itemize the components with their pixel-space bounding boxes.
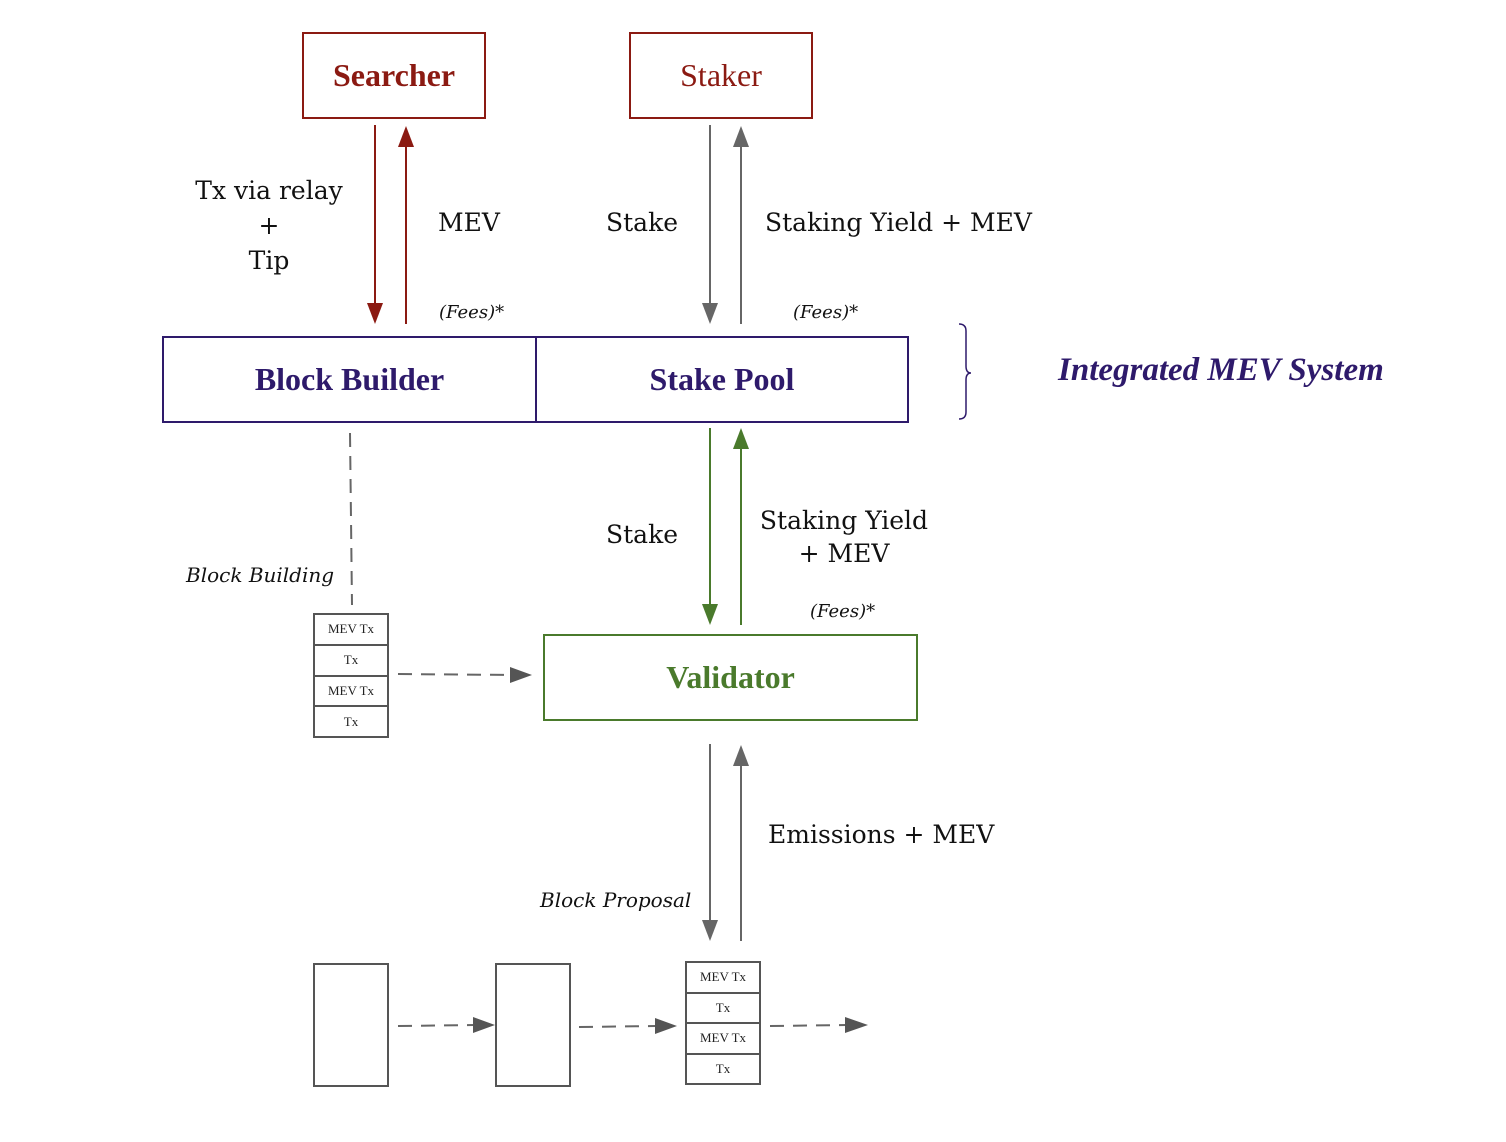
built-block-to-validator-arrow [397, 667, 532, 683]
integrated-brace [958, 323, 972, 420]
tx-via-relay-label: Tx via relay + Tip [180, 173, 358, 278]
block-building-label: Block Building [186, 563, 335, 587]
tx-via-relay-line1: Tx via relay [195, 176, 343, 205]
stake-label-top: Stake [606, 208, 679, 237]
chain-block-tx-4: Tx [715, 1060, 731, 1076]
searcher-node[interactable]: Searcher [302, 32, 486, 119]
staking-yield-mev-label-middle: Staking Yield + MEV [756, 503, 932, 571]
built-block-tx-2: Tx [315, 646, 387, 677]
built-block-tx-1: MEV Tx [315, 615, 387, 646]
searcher-up-arrow [398, 126, 414, 324]
staking-yield-mev-label-top: Staking Yield + MEV [765, 208, 1032, 237]
built-block-tx-3: MEV Tx [315, 677, 387, 708]
validator-up-arrow [733, 745, 749, 941]
block-proposal-label: Block Proposal [540, 888, 692, 912]
staker-label: Staker [680, 57, 762, 93]
pool-up-arrow [733, 428, 749, 625]
mev-label: MEV [438, 208, 500, 237]
staker-node[interactable]: Staker [629, 32, 813, 119]
tx-via-relay-line3: Tip [248, 246, 290, 275]
block-builder-node[interactable]: Block Builder [162, 336, 537, 423]
staker-up-arrow [733, 126, 749, 324]
staking-yield-line2: + MEV [798, 539, 890, 568]
chain-block-tx-1: MEV Tx [687, 963, 759, 994]
fees-note-pool: (Fees)* [793, 302, 859, 323]
staking-yield-line1: Staking Yield [759, 506, 929, 535]
built-block: MEV Tx Tx MEV Tx Tx [313, 613, 389, 738]
stake-pool-node[interactable]: Stake Pool [535, 336, 909, 423]
searcher-down-arrow [367, 125, 383, 324]
pool-down-arrow [702, 428, 718, 625]
chain-block-tx-2: Tx [687, 994, 759, 1024]
built-block-tx-4: Tx [343, 713, 359, 729]
searcher-label: Searcher [332, 57, 456, 93]
stake-label-middle: Stake [606, 520, 679, 549]
tx-via-relay-line2: + [258, 211, 280, 240]
integrated-system-label: Integrated MEV System [1058, 352, 1384, 388]
fees-note-builder: (Fees)* [439, 302, 505, 323]
validator-node[interactable]: Validator [543, 634, 918, 721]
block-building-dashed-line [349, 432, 353, 606]
chain-block-tx-3: MEV Tx [687, 1024, 759, 1055]
chain-block-1 [313, 963, 389, 1087]
chain-arrow-1 [397, 1017, 495, 1033]
chain-block-2 [495, 963, 571, 1087]
validator-down-arrow [702, 744, 718, 941]
chain-arrow-2 [578, 1018, 677, 1034]
block-builder-label: Block Builder [254, 361, 445, 397]
chain-arrow-3 [769, 1017, 868, 1033]
emissions-mev-label: Emissions + MEV [768, 820, 995, 849]
stake-pool-label: Stake Pool [649, 361, 795, 397]
staker-down-arrow [702, 125, 718, 324]
validator-label: Validator [666, 659, 795, 695]
fees-note-validator: (Fees)* [810, 601, 876, 622]
chain-block-proposed: MEV Tx Tx MEV Tx Tx [685, 961, 761, 1085]
